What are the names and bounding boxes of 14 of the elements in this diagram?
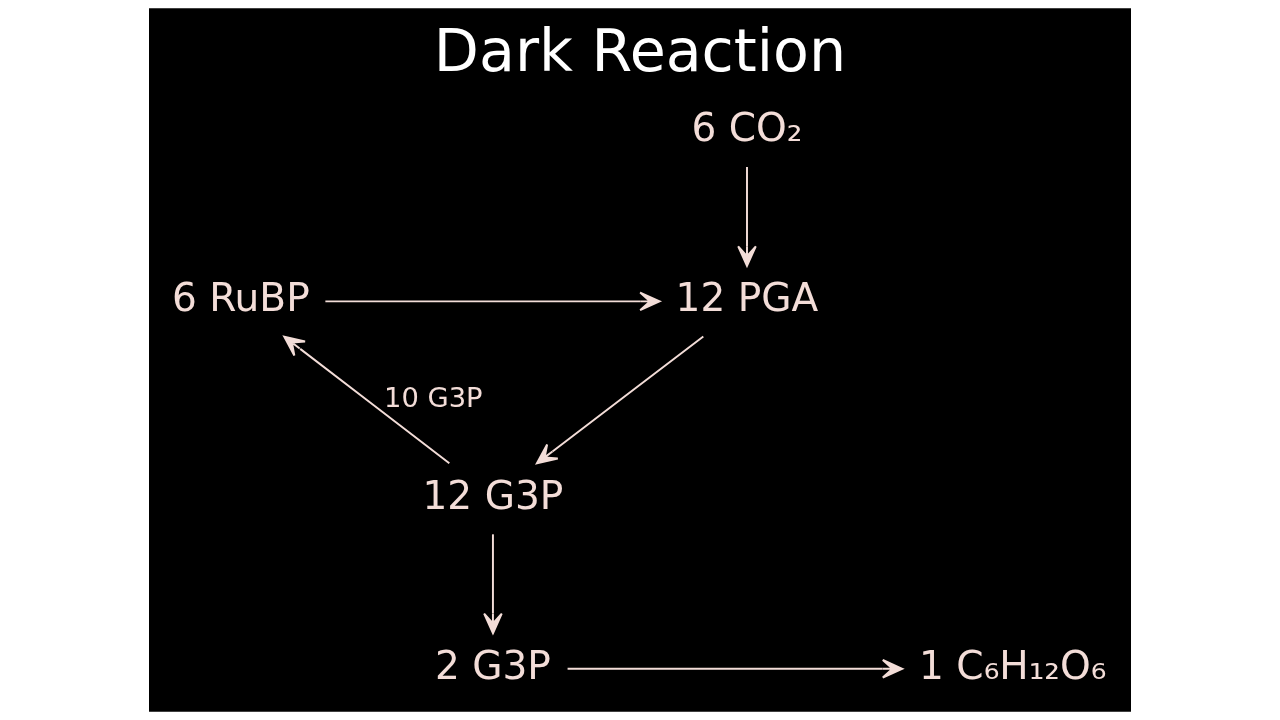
arrow: [535, 335, 705, 465]
arrow: [324, 291, 661, 312]
arrow: [283, 335, 451, 465]
node-text: 2 G3P: [434, 642, 551, 688]
node-text: 1 C₆H₁₂O₆: [919, 642, 1107, 688]
arrow: [483, 533, 503, 635]
node-text: 12 PGA: [675, 275, 819, 321]
node-text: 6 RuBP: [171, 275, 310, 321]
arrow: [566, 659, 904, 679]
node-text: 12 G3P: [422, 472, 564, 518]
edge-label: 10 G3P: [384, 382, 483, 414]
node-text: 6 CO₂: [691, 105, 803, 151]
arrow: [737, 165, 757, 267]
diagram-title: Dark Reaction: [433, 16, 847, 85]
